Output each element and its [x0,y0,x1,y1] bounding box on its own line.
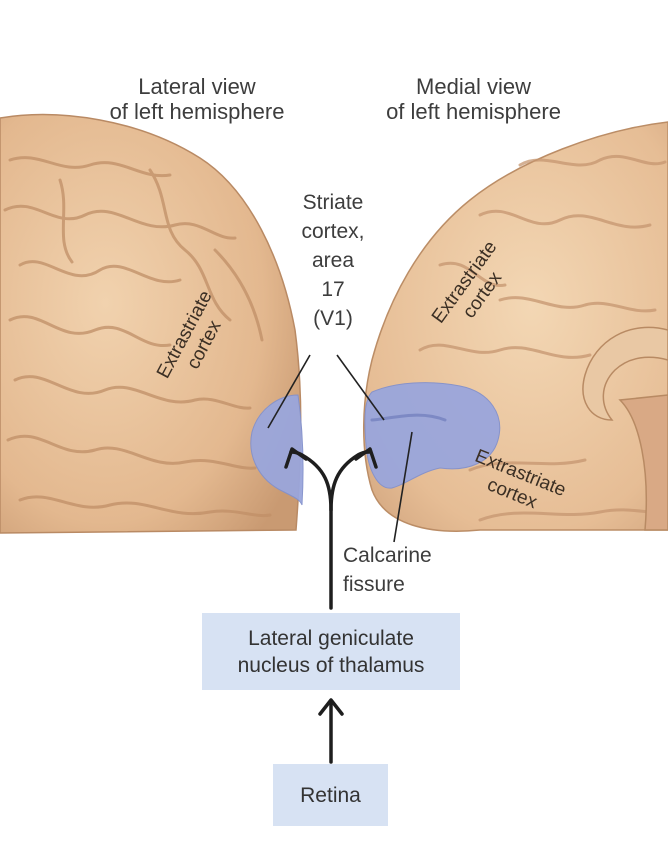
lgn-box: Lateral geniculate nucleus of thalamus [202,613,460,690]
v1-region-lateral [250,394,304,506]
pointer-line-lateral [267,354,311,429]
brainstem [618,394,668,531]
retina-to-lgn-arrow [318,698,344,764]
calcarine-groove [370,413,447,422]
retina-box: Retina [273,764,388,826]
pointer-line-medial [336,354,385,421]
lateral-view-label: Lateral view of left hemisphere [109,74,285,124]
medial-view-label: Medial view of left hemisphere [386,74,561,124]
calcarine-fissure-label: Calcarine fissure [343,544,432,596]
corpus-callosum [582,326,668,421]
v1-region-medial [364,382,501,489]
arrowheads [284,447,378,469]
pointer-line-calcarine [393,431,413,543]
retina-box-label: Retina [300,783,361,807]
left-gyri [3,156,272,518]
lgn-box-label: Lateral geniculate nucleus of thalamus [237,626,425,677]
striate-cortex-label: Striate cortex, area 17 (V1) [301,191,365,330]
